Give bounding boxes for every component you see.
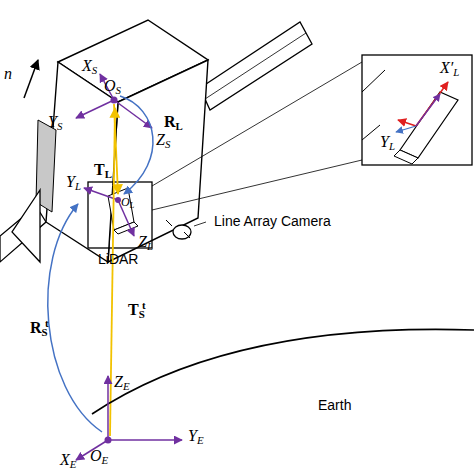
rotation-arrow — [48, 204, 102, 432]
body-side — [46, 62, 118, 262]
axis-label: TL — [94, 162, 112, 180]
axis-label: OS — [104, 78, 121, 96]
part-label: LiDAR — [98, 252, 138, 266]
axis-label: RSt — [30, 318, 49, 338]
axis-label: YS — [48, 114, 62, 132]
axis-label: XE — [60, 452, 76, 470]
axis-label: RL — [164, 114, 183, 132]
axis-label: X′L — [440, 60, 459, 78]
zoom-line — [152, 160, 362, 210]
part-label: Earth — [318, 398, 351, 412]
axis-label: YL — [66, 174, 81, 192]
axis-label: TSt — [128, 300, 146, 320]
axis-label: OE — [90, 448, 108, 466]
body-front — [108, 60, 208, 262]
axis-label: ZE — [114, 374, 130, 392]
telescope-cone — [12, 190, 40, 262]
axis-label: ZS — [156, 132, 170, 150]
solar-panel — [200, 22, 312, 110]
axis-label: YL — [380, 134, 395, 152]
axis-label: n — [4, 66, 12, 82]
axis-label: ZL — [138, 234, 153, 252]
axis-label: OL — [121, 196, 134, 211]
part-label: Line Array Camera — [214, 214, 331, 228]
motion-arrow — [24, 60, 38, 98]
inset-frame — [362, 55, 472, 165]
inset-lidar — [400, 92, 458, 158]
rotation-arrow — [120, 96, 153, 194]
earth-arc — [92, 329, 474, 414]
axis-label: XS — [82, 58, 97, 76]
axis-label: YE — [188, 428, 204, 446]
